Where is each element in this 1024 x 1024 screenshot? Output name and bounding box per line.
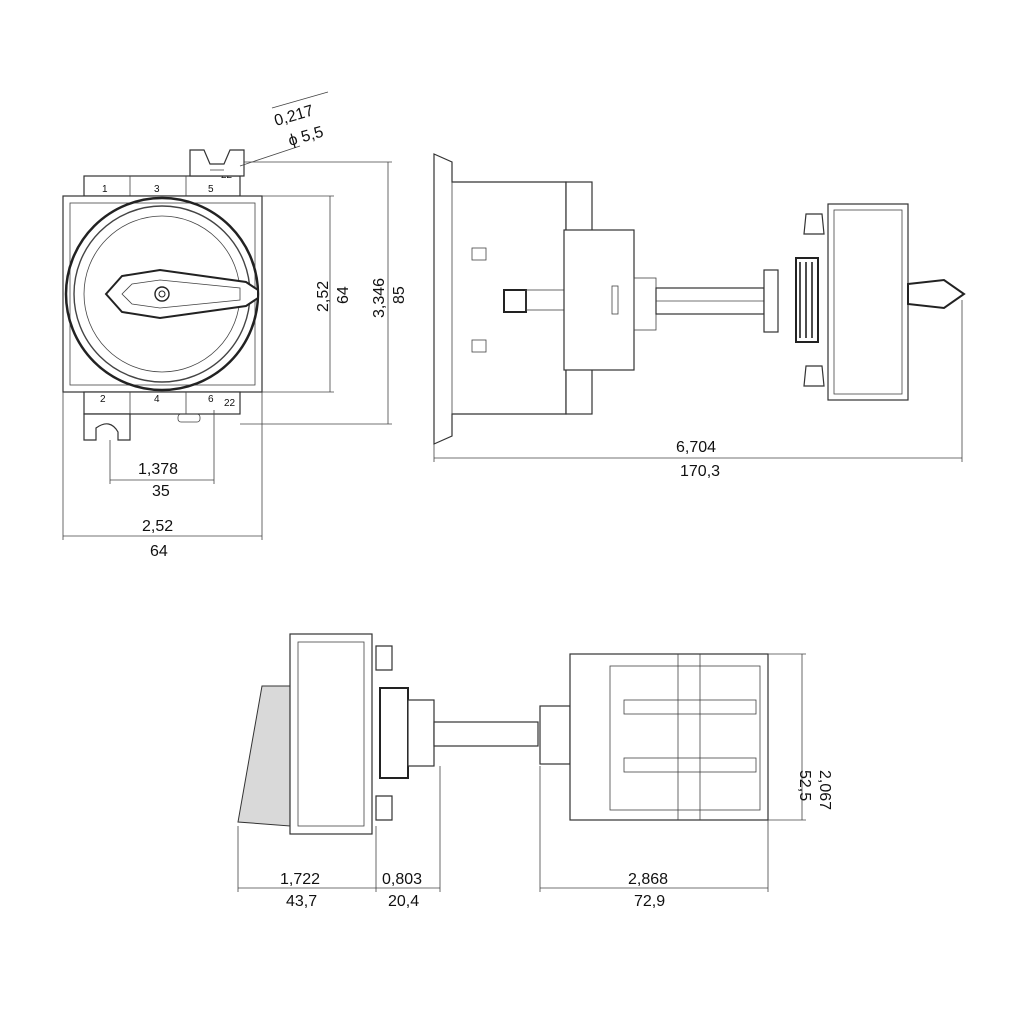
front-height-inner-inch: 2,52	[315, 281, 332, 312]
terminal-label-4: 4	[154, 394, 160, 405]
terminal-label-2: 2	[100, 394, 106, 405]
front-height-total-mm: 85	[391, 286, 408, 304]
body-height-inch: 2,067	[816, 770, 833, 810]
switch-body-top	[569, 653, 769, 821]
nut-depth-inch: 0,803	[382, 871, 422, 888]
handle-knob	[907, 278, 966, 310]
front-width-mm: 64	[150, 543, 168, 560]
locking-nut-top	[379, 687, 409, 779]
terminal-label-3: 3	[154, 184, 160, 195]
hole-dim-inch: 0,217	[272, 102, 315, 129]
terminal-label-1: 1	[102, 184, 108, 195]
terminal-label-5: 5	[208, 184, 214, 195]
handle-top	[237, 685, 297, 827]
handle-depth-inch: 1,722	[280, 871, 320, 888]
nut-depth-mm: 20,4	[388, 893, 419, 910]
extension-shaft-top	[433, 721, 539, 747]
front-view: 1 3 5 22 2 4 6 22 0,217 ϕ 5,5	[62, 91, 408, 560]
side-length-mm: 170,3	[680, 463, 720, 480]
body-height-mm: 52,5	[796, 770, 813, 801]
handle-housing-side	[827, 203, 909, 401]
body-depth-mm: 72,9	[634, 893, 665, 910]
switch-body-side	[433, 153, 567, 445]
contact-module	[563, 229, 635, 371]
front-height-total-inch: 3,346	[371, 278, 388, 318]
top-view: 1,722 43,7 0,803 20,4 2,868 72,9 2,067 5…	[237, 633, 833, 910]
terminal-code-bottom: 22	[224, 398, 236, 409]
front-height-inner-mm: 64	[335, 286, 352, 304]
body-depth-inch: 2,868	[628, 871, 668, 888]
handle-screw	[154, 286, 170, 302]
bottom-terminal-block	[83, 391, 241, 415]
handle-depth-mm: 43,7	[286, 893, 317, 910]
din-rail-clip	[83, 413, 131, 441]
shaft-coupling	[503, 289, 527, 313]
hole-dim-mm: ϕ 5,5	[286, 124, 325, 150]
handle-housing-top	[289, 633, 373, 835]
front-width-inch: 2,52	[142, 518, 173, 535]
terminal-label-6: 6	[208, 394, 214, 405]
side-view: 6,704 170,3	[433, 153, 966, 480]
rail-width-inch: 1,378	[138, 461, 178, 478]
rail-width-mm: 35	[152, 483, 170, 500]
side-length-inch: 6,704	[676, 439, 716, 456]
mounting-lug-top	[189, 149, 245, 177]
